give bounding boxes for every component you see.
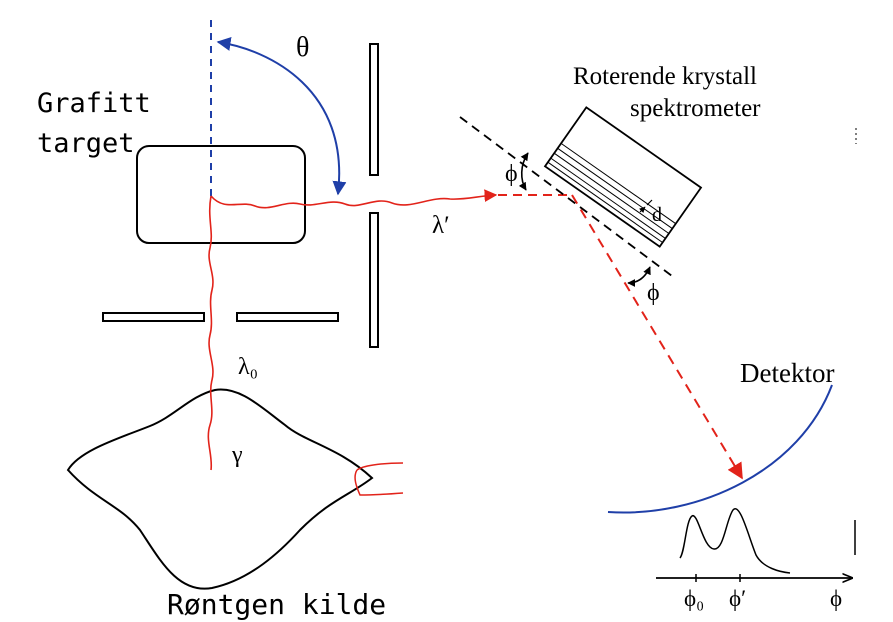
axis-label-phi: ϕ — [830, 586, 842, 611]
label-phi-lower: ϕ — [647, 280, 660, 306]
slit-plate-lower — [369, 212, 379, 348]
label-crystal-line2: spektrometer — [630, 95, 761, 122]
label-detector: Detektor — [740, 358, 834, 388]
spacing-d-arrows — [640, 199, 653, 212]
label-lambda-prime: λ′ — [432, 212, 450, 239]
label-gamma: γ — [231, 442, 243, 468]
collimator-plate-left — [102, 312, 205, 322]
axis-label-phi-prime: ϕ′ — [729, 586, 746, 611]
label-source: Røntgen kilde — [167, 588, 386, 621]
label-lambda0: λ₀ — [238, 354, 258, 380]
detector-arc — [607, 384, 833, 514]
phi-angle-arc-upper — [518, 152, 529, 191]
axis-label-phi0: ϕ₀ — [684, 586, 704, 611]
phi-angle-arc-lower — [627, 266, 651, 287]
incident-photon-wave — [207, 195, 214, 471]
label-target-line2: target — [37, 128, 135, 159]
crystal-surface-line — [459, 116, 673, 277]
collimator-plate-right — [236, 312, 339, 322]
label-target-line1: Grafitt — [37, 88, 151, 119]
label-phi-upper: ϕ — [505, 161, 518, 187]
reflected-beam — [571, 194, 743, 480]
label-spacing-d: d — [652, 204, 662, 226]
source-lead-lower — [354, 469, 404, 496]
slit-plate-upper — [369, 43, 379, 176]
spectrum-curve — [679, 508, 791, 574]
label-crystal-line1: Roterende krystall — [573, 63, 757, 90]
graphite-target — [136, 145, 306, 244]
crystal-spectrometer — [543, 106, 703, 248]
label-theta: θ — [296, 32, 309, 63]
scattered-photon-wave — [210, 189, 498, 209]
xray-source-tube — [66, 388, 374, 590]
theta-angle-arrow — [216, 37, 347, 196]
source-lead-upper — [356, 462, 404, 471]
